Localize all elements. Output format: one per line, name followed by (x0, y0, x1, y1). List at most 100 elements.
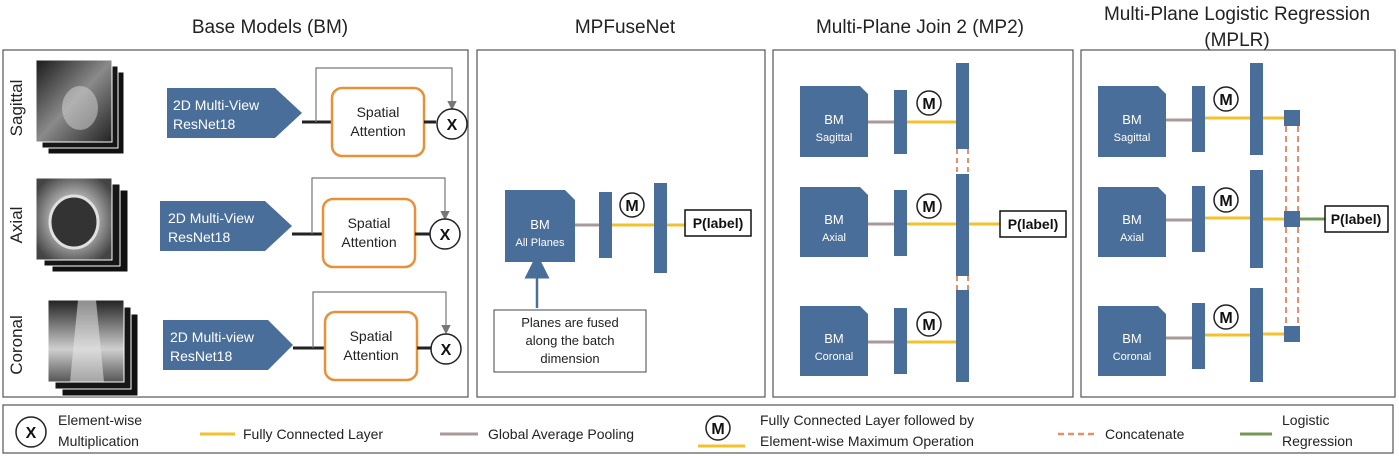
legend: X Element-wise Multiplication Fully Conn… (2, 404, 1394, 454)
resnet-label-sagittal-2: ResNet18 (173, 116, 235, 132)
title-mplr-line1: Multi-Plane Logistic Regression (1104, 4, 1370, 25)
svg-text:Sagittal: Sagittal (816, 132, 853, 144)
max-icon-mpfusenet (619, 192, 645, 218)
mplr-bm-sagittal (1098, 86, 1166, 157)
mp2-flow: BM Sagittal M BM Axial M BM Coronal M P(… (800, 63, 1067, 382)
legend-max-symbol: M (711, 421, 724, 438)
svg-text:M: M (1219, 92, 1232, 109)
multiply-icon-coronal (430, 333, 462, 365)
multiply-icon (15, 416, 47, 448)
svg-text:All Planes: All Planes (516, 237, 565, 249)
resnet-block-sagittal (167, 88, 302, 138)
svg-text:Coronal: Coronal (1113, 351, 1152, 363)
gap-layer-block (599, 192, 612, 258)
svg-text:P(label): P(label) (693, 215, 744, 231)
svg-text:Attention: Attention (350, 123, 405, 139)
legend-logreg-line2: Regression (1282, 433, 1353, 449)
spatial-attention-coronal (323, 310, 419, 382)
svg-text:X: X (440, 227, 451, 244)
legend-multiply-line1: Element-wise (58, 412, 142, 428)
svg-text:BM: BM (1122, 212, 1142, 227)
title-mp2: Multi-Plane Join 2 (MP2) (816, 17, 1024, 38)
max-icon-mplr-coronal (1213, 304, 1239, 330)
panel-mp2 (772, 49, 1074, 398)
svg-text:BM: BM (1122, 112, 1142, 127)
mri-stack-axial (35, 177, 129, 273)
svg-text:M: M (1219, 310, 1232, 327)
svg-text:M: M (922, 96, 935, 113)
legend-gap: Global Average Pooling (488, 426, 634, 442)
max-icon-mp2-coronal (916, 311, 942, 337)
svg-text:P(label): P(label) (1008, 216, 1059, 232)
legend-logreg-line1: Logistic (1282, 412, 1329, 428)
svg-text:Attention: Attention (343, 347, 398, 363)
legend-concat: Concatenate (1105, 426, 1185, 442)
svg-text:Planes are fused: Planes are fused (521, 315, 619, 330)
resnet-label-coronal-1: 2D Multi-view (170, 329, 255, 345)
resnet-label-axial-2: ResNet18 (168, 229, 230, 245)
svg-text:M: M (922, 317, 935, 334)
svg-text:M: M (922, 199, 935, 216)
plane-label-coronal: Coronal (7, 315, 26, 375)
resnet-block-axial (160, 201, 292, 251)
resnet-block-coronal (163, 320, 293, 370)
legend-frame (2, 404, 1394, 454)
max-icon-mp2-sagittal (916, 90, 942, 116)
output-plabel-mpfusenet (684, 209, 752, 237)
svg-text:Spatial: Spatial (350, 328, 393, 344)
svg-text:Attention: Attention (341, 234, 396, 250)
mp2-bm-sagittal (800, 86, 868, 157)
max-icon-mplr-axial (1213, 187, 1239, 213)
svg-text:along the batch: along the batch (526, 333, 615, 348)
svg-text:X: X (441, 342, 452, 359)
title-base-models: Base Models (BM) (192, 17, 348, 38)
mplr-bm-axial (1098, 187, 1166, 257)
resnet-label-sagittal-1: 2D Multi-View (173, 97, 260, 113)
batch-fusion-note (493, 309, 647, 373)
resnet-label-axial-1: 2D Multi-View (168, 210, 255, 226)
svg-text:Coronal: Coronal (815, 351, 854, 363)
mp2-bm-axial (800, 187, 868, 257)
max-icon-mplr-sagittal (1213, 86, 1239, 112)
plane-label-sagittal: Sagittal (7, 80, 26, 137)
mplr-bm-coronal (1098, 306, 1166, 376)
svg-text:Sagittal: Sagittal (1114, 132, 1151, 144)
mp2-bm-coronal (800, 306, 868, 376)
fc-layer-block (654, 183, 667, 273)
svg-text:X: X (447, 117, 458, 134)
resnet-label-coronal-2: ResNet18 (170, 348, 232, 364)
panel-mplr (1080, 49, 1396, 398)
bm-row-axial: 2D Multi-View ResNet18 Spatial Attention… (160, 177, 461, 269)
bm-row-sagittal: 2D Multi-View ResNet18 Spatial Attention… (167, 67, 468, 158)
svg-text:M: M (1219, 193, 1232, 210)
svg-text:M: M (625, 198, 638, 215)
svg-text:BM: BM (1122, 331, 1142, 346)
svg-text:BM: BM (824, 212, 844, 227)
panel-base-models (2, 49, 469, 398)
plane-label-axial: Axial (7, 207, 26, 244)
max-icon (705, 415, 731, 441)
legend-fc: Fully Connected Layer (243, 426, 383, 442)
mri-stack-sagittal (35, 59, 125, 155)
legend-multiply-symbol: X (26, 425, 37, 442)
svg-text:Axial: Axial (822, 232, 846, 244)
svg-text:Spatial: Spatial (357, 104, 400, 120)
svg-text:BM: BM (824, 331, 844, 346)
mpfusenet-flow: BM All Planes M P(label) Planes are fuse… (493, 183, 752, 373)
spatial-attention-axial (321, 197, 417, 269)
svg-text:P(label): P(label) (1331, 211, 1382, 227)
multiply-icon-axial (429, 218, 461, 250)
output-plabel-mplr (1324, 205, 1389, 233)
legend-fcmax-line2: Element-wise Maximum Operation (760, 433, 974, 449)
title-mplr-line2: (MPLR) (1204, 30, 1269, 51)
title-mpfusenet: MPFuseNet (575, 17, 676, 38)
legend-fcmax-line1: Fully Connected Layer followed by (760, 412, 974, 428)
max-icon-mp2-axial (916, 193, 942, 219)
mplr-flow: BM Sagittal M BM Axial M BM Coronal M (1098, 63, 1389, 382)
legend-multiply-line2: Multiplication (58, 433, 139, 449)
svg-text:Axial: Axial (1120, 232, 1144, 244)
svg-text:BM: BM (530, 217, 550, 232)
spatial-attention-sagittal (330, 86, 426, 158)
output-plabel-mp2 (999, 210, 1067, 238)
